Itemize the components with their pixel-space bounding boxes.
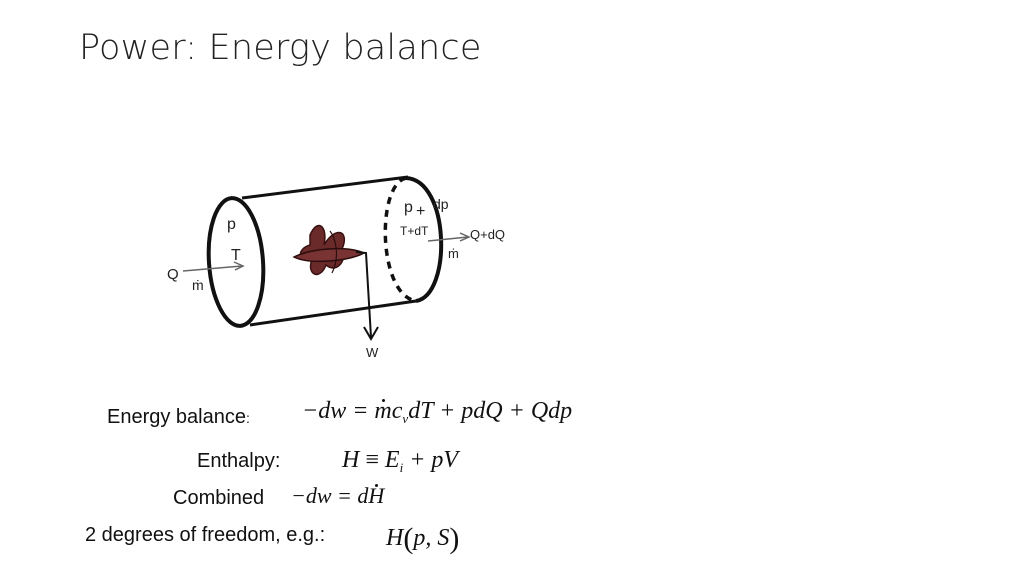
energy-balance-label: Energy balance: [107,406,250,429]
degrees-of-freedom-label: 2 degrees of freedom, e.g.: [85,524,326,546]
outlet-heat-label: Q+dQ [470,227,505,242]
internal-energy-symbol: E [384,447,400,473]
inlet-mass-flow-label: ṁ [192,277,204,293]
inlet-temperature-label: T [231,247,241,264]
freedom-h: H [386,525,404,551]
cylinder-bottom-edge [249,299,417,327]
enthalpy-label: Enthalpy: [197,450,281,472]
outlet-face-solid [405,176,444,303]
energy-balance-lhs: −dw = [302,398,369,424]
outlet-arrow-head-icon [459,232,471,242]
freedom-args: p, S [413,525,450,551]
cylinder-top-edge [241,175,409,200]
cv-symbol: c [391,398,403,424]
inlet-heat-arrow [182,265,243,272]
energy-balance-rest: dT + pdQ + Qdp [408,398,573,424]
enthalpy-rate-symbol: H [368,483,385,508]
outlet-heat-arrow [427,236,469,242]
close-paren: ) [449,522,460,555]
energy-balance-colon: : [245,410,250,426]
inlet-heat-label: Q [167,266,179,283]
internal-energy-subscript: i [399,460,404,475]
combined-equation: −dw = dH [291,483,384,509]
page-title: Power: Energy balance [79,28,482,68]
work-label: W [366,345,379,360]
mass-flow-symbol: m [374,398,392,424]
inlet-face [206,196,266,328]
enthalpy-rest: + pV [409,447,459,473]
open-paren: ( [403,522,414,555]
outlet-pressure-plus: + [416,203,425,220]
inlet-arrow-head-icon [233,261,245,271]
work-shaft [355,251,372,338]
enthalpy-equation: H ≡ Ei + pV [342,447,458,476]
energy-balance-label-text: Energy balance [107,406,246,428]
combined-lhs: −dw = d [291,483,369,508]
cv-subscript: v [402,411,409,426]
degrees-of-freedom-equation: H(p, S) [386,522,459,556]
outlet-pressure-label: p [404,199,413,216]
outlet-pressure-delta-label: dp [433,196,449,212]
equiv-symbol: ≡ [365,447,379,473]
combined-label: Combined [173,487,265,509]
energy-balance-equation: −dw = mcvdT + pdQ + Qdp [302,398,572,427]
outlet-mass-flow-label: ṁ [448,246,459,261]
control-volume-diagram: p T Q ṁ p + dp T+dT Q+dQ ṁ W [167,175,505,360]
inlet-pressure-label: p [227,216,236,233]
enthalpy-h: H [342,447,360,473]
outlet-temperature-label: T+dT [400,224,429,238]
turbine-rotor-icon [292,224,366,276]
outlet-face-dashed [383,176,417,303]
work-arrow-icon [363,326,379,341]
